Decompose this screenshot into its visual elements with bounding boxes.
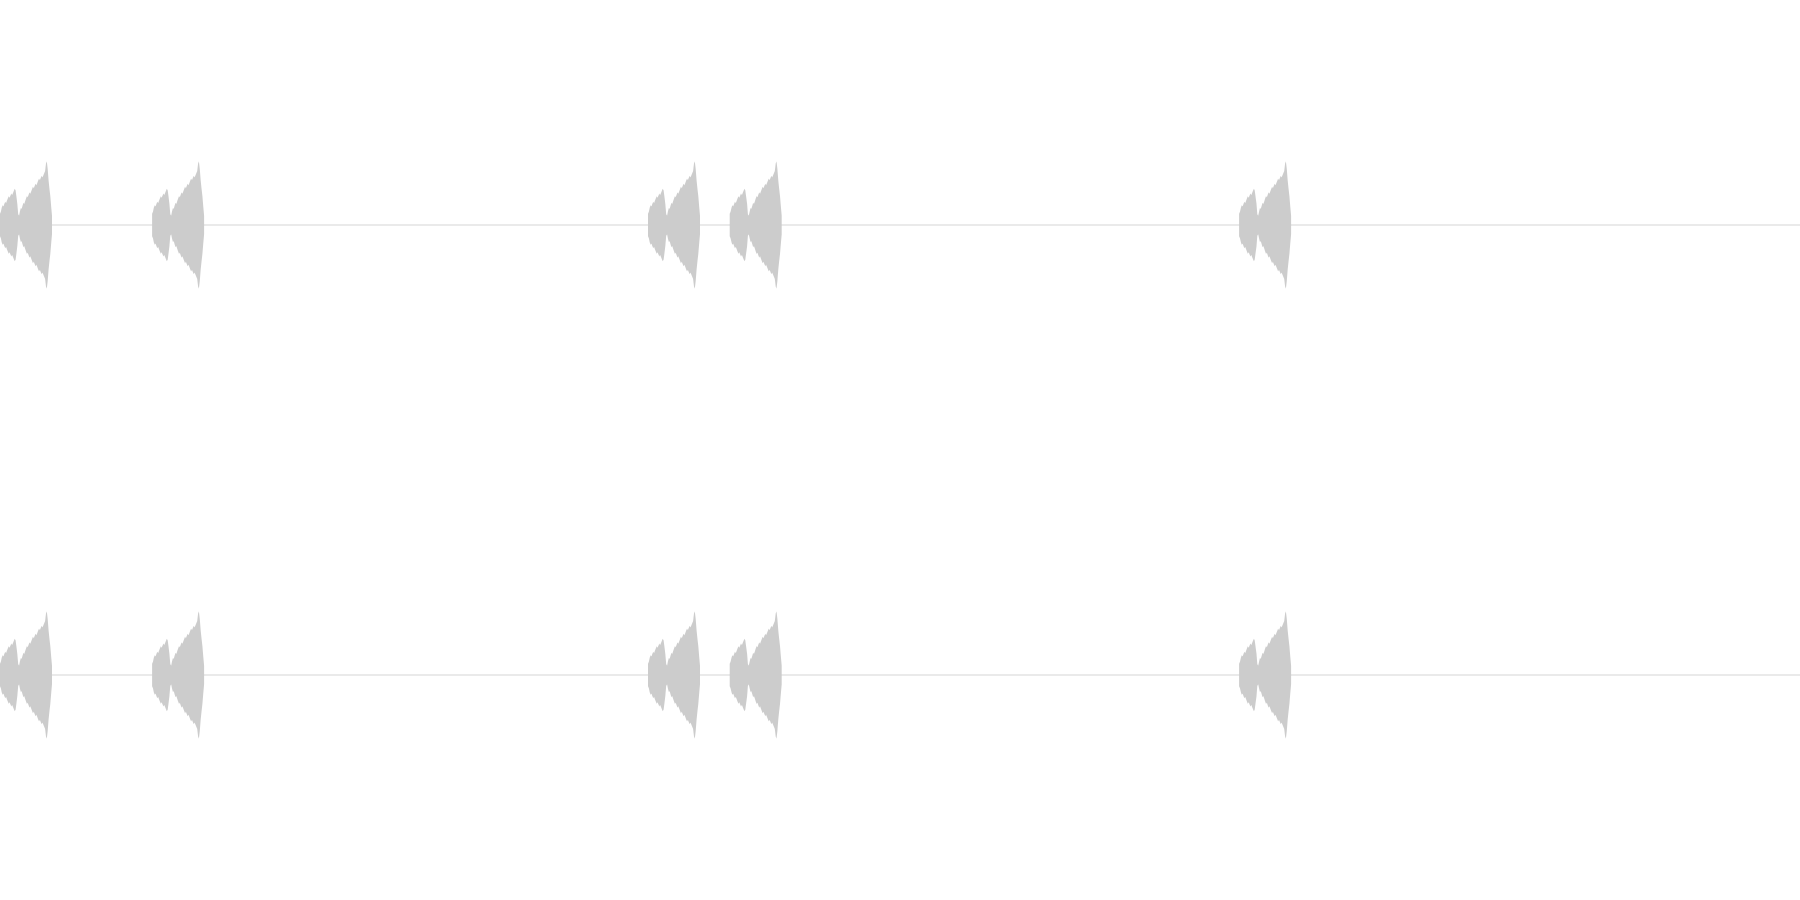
waveform-burst-5 (1239, 611, 1292, 739)
waveform-burst-2 (152, 161, 205, 289)
waveform-burst-4 (729, 161, 782, 289)
waveform-burst-3 (648, 161, 700, 289)
waveform-burst-2 (152, 611, 205, 739)
waveform-burst-1 (0, 161, 52, 289)
channel-bottom (0, 611, 1800, 739)
waveform-burst-4 (729, 611, 782, 739)
waveform-burst-5 (1239, 161, 1292, 289)
waveform-burst-3 (648, 611, 700, 739)
channel-top (0, 161, 1800, 289)
waveform-burst-1 (0, 611, 52, 739)
